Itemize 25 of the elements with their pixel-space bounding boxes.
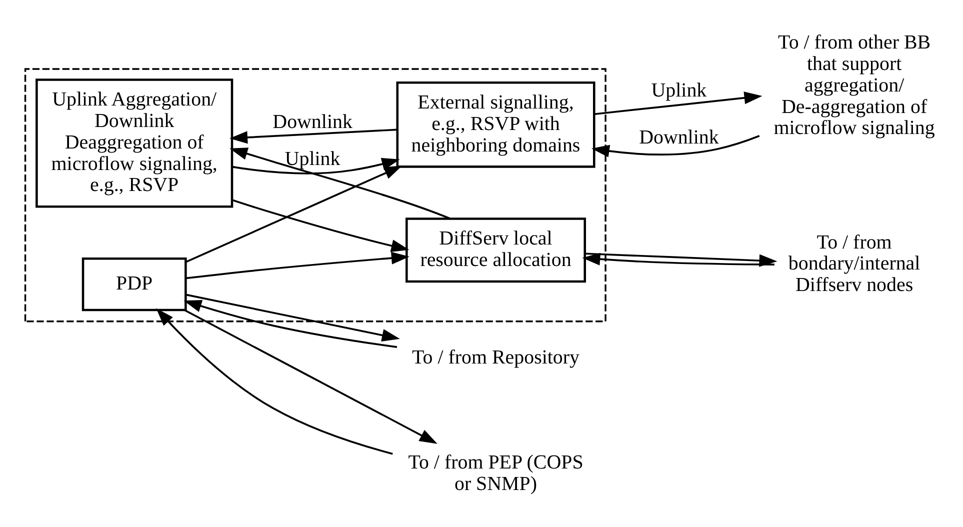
cluster	[24, 68, 606, 322]
arrow	[230, 128, 398, 144]
node-text: To / from other BB that support aggregation/ De-aggregation of microflow signaling	[774, 31, 935, 139]
node-text: To / from Repository	[412, 346, 580, 368]
edge-label: Uplink	[284, 147, 340, 170]
node-box: DiffServ local resource allocation	[406, 217, 586, 282]
node-box: External signalling, e.g., RSVP with neighboring domains	[396, 80, 596, 168]
edge-label: Downlink	[639, 126, 719, 148]
arrow	[156, 308, 393, 454]
arrow	[591, 134, 760, 157]
edge-label: Downlink	[272, 110, 352, 132]
node-text: To / from PEP (COPS or SNMP)	[408, 451, 584, 494]
arrow	[186, 251, 410, 279]
arrow	[186, 293, 400, 341]
arrow	[232, 157, 400, 174]
arrow	[230, 147, 451, 220]
node-text: To / from bondary/internal Diffserv nodes	[788, 230, 920, 296]
edge-label: Uplink	[651, 78, 707, 101]
arrow	[184, 308, 438, 444]
node-box: Uplink Aggregation/ Downlink Deaggregation of microflow signaling, e.g., RSVP	[36, 78, 234, 208]
arrow	[594, 91, 762, 115]
arrow	[186, 165, 402, 262]
node-box: PDP	[82, 257, 187, 311]
arrow	[232, 198, 410, 252]
arrow	[184, 299, 398, 348]
